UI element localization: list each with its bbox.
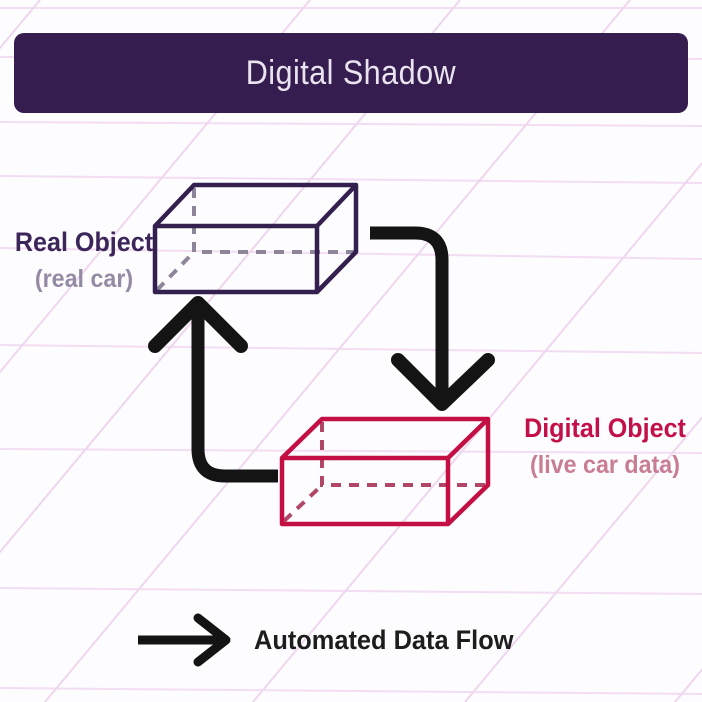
page-title: Digital Shadow [245,53,457,92]
title-banner: Digital Shadow [14,33,688,113]
arrow-up-head [148,296,248,353]
digital-object-hidden-edges [282,422,486,523]
arrow-down-shaft [370,226,449,394]
digital-object-sublabel: (live car data) [530,451,680,479]
real-object-sublabel: (real car) [34,265,134,293]
digital-object-label: Digital Object [524,413,686,443]
real-object-label: Real Object [14,227,154,257]
real-object-cuboid-icon [152,182,359,295]
real-object-hidden-edges [155,188,354,292]
arrow-real-to-digital-icon [370,226,495,411]
digital-object-label-group: Digital Object (live car data) [510,413,700,479]
legend-arrow-head [193,613,231,667]
legend: Automated Data Flow [134,610,530,670]
arrow-right-icon [138,613,231,667]
real-object-solid-edges [152,182,359,295]
arrow-digital-to-real-icon [148,296,278,483]
real-object-label-group: Real Object (real car) [8,227,161,293]
arrow-up-shaft [191,312,278,483]
digital-object-solid-edges [279,416,491,527]
arrow-down-head [391,353,495,411]
digital-object-cuboid-icon [279,416,491,527]
legend-label: Automated Data Flow [254,624,514,655]
